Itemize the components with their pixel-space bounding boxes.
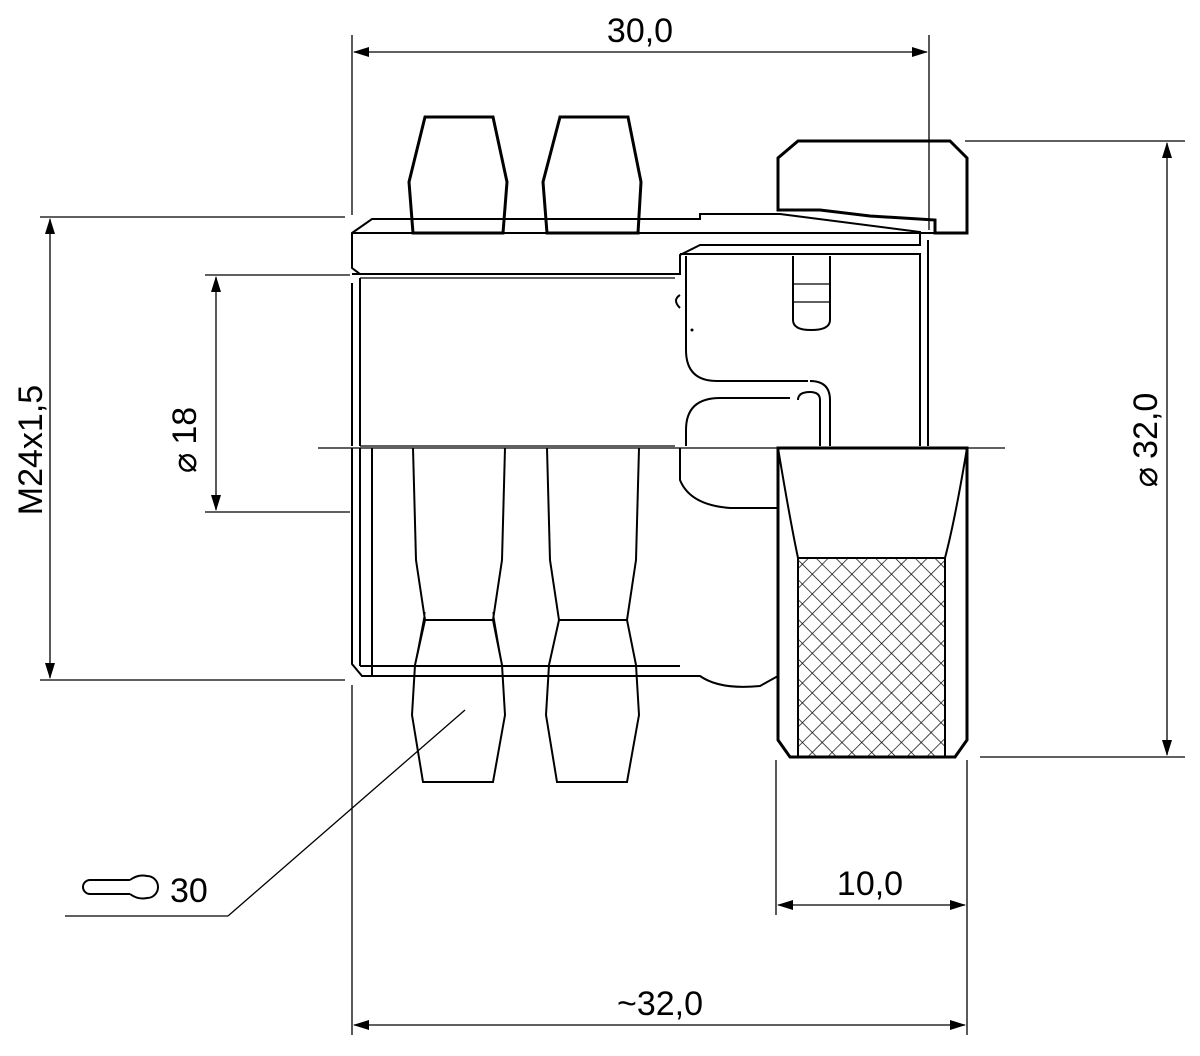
dim-nut-label: 10,0 — [837, 865, 903, 903]
dim-thread-label: M24x1,5 — [12, 385, 50, 515]
dim-top-width: 30,0 — [351, 12, 930, 230]
dim-bottom-width: ~32,0 — [351, 685, 968, 1035]
svg-text:⌀32,0: ⌀ 32,0 — [1127, 393, 1165, 488]
dim-outer: ⌀ 32,0 — [965, 140, 1185, 758]
wrench-size-label: 30 — [170, 872, 208, 910]
svg-text:⌀18: ⌀ 18 — [166, 407, 204, 473]
body-upper-section — [351, 115, 969, 447]
wrench-icon — [82, 874, 159, 900]
dim-bottom-label: ~32,0 — [617, 985, 703, 1023]
dim-outer-label: 32,0 — [1127, 393, 1165, 459]
dim-bore: ⌀ 18 — [166, 274, 350, 513]
dim-nut: 10,0 — [775, 760, 968, 915]
wrench-callout: 30 — [65, 709, 466, 917]
dim-top-label: 30,0 — [607, 12, 673, 50]
diameter-symbol: ⌀ — [166, 453, 204, 473]
diameter-symbol-2: ⌀ — [1127, 467, 1165, 487]
dim-thread: M24x1,5 — [12, 216, 345, 681]
dim-bore-label: 18 — [166, 407, 204, 445]
body-lower-view — [351, 446, 969, 783]
